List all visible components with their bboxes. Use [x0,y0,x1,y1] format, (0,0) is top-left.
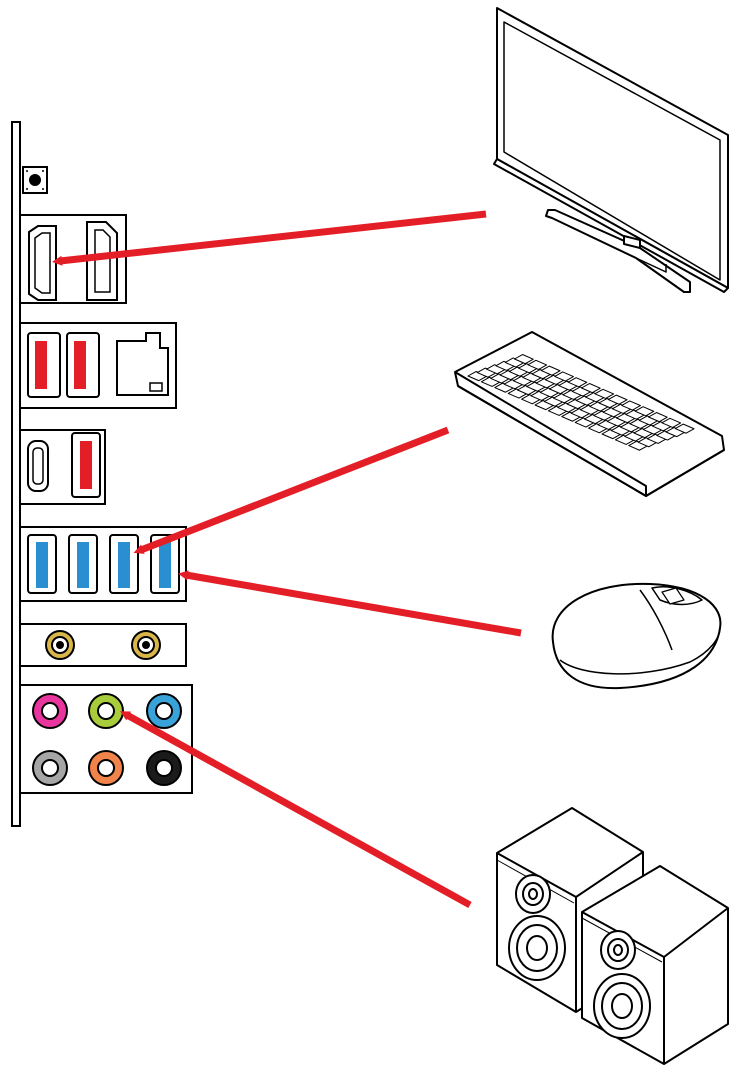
usb3-port-1-tongue [36,542,48,588]
wifi-antenna-connector-2[interactable] [132,631,160,659]
clear-cmos-button[interactable] [23,167,47,193]
mouse-icon [553,584,721,688]
usb2-port-1[interactable] [28,333,60,397]
side-speaker-jack[interactable] [33,751,67,785]
panel-backplate [12,122,20,826]
monitor-icon [494,8,728,292]
line-out-jack[interactable] [89,694,123,728]
arrow-mouse-to-usb3 [186,575,521,633]
center-sub-jack[interactable] [89,751,123,785]
usb3-port-2[interactable] [69,535,97,593]
usb3-port-3[interactable] [110,535,138,593]
antenna-block [20,624,186,666]
usb-c-port[interactable] [28,441,48,491]
usb2-port-1-tongue [35,341,47,389]
usb3-port-2-tongue [77,542,89,588]
arrow-keyboard-to-usb3 [141,430,448,550]
usb2-port-2-tongue [74,341,86,389]
usb3-port-1[interactable] [28,535,56,593]
keyboard-icon [455,332,724,496]
rear-io-panel [12,122,192,826]
usb3-port-3-tongue [118,542,130,588]
usb2-port-2[interactable] [67,333,99,397]
hdmi-port[interactable] [29,226,56,300]
spdif-jack[interactable] [147,751,181,785]
line-in-jack[interactable] [147,694,181,728]
arrow-speakers-to-line-out [127,715,470,905]
rear-speaker-jack[interactable] [33,694,67,728]
wifi-antenna-connector-1[interactable] [46,631,74,659]
usb2-port-3-tongue [80,441,92,489]
lan-port[interactable] [117,333,168,395]
usb2-port-3[interactable] [72,433,100,497]
speakers-icon [497,808,728,1064]
usb3-port-4-tongue [159,542,171,588]
